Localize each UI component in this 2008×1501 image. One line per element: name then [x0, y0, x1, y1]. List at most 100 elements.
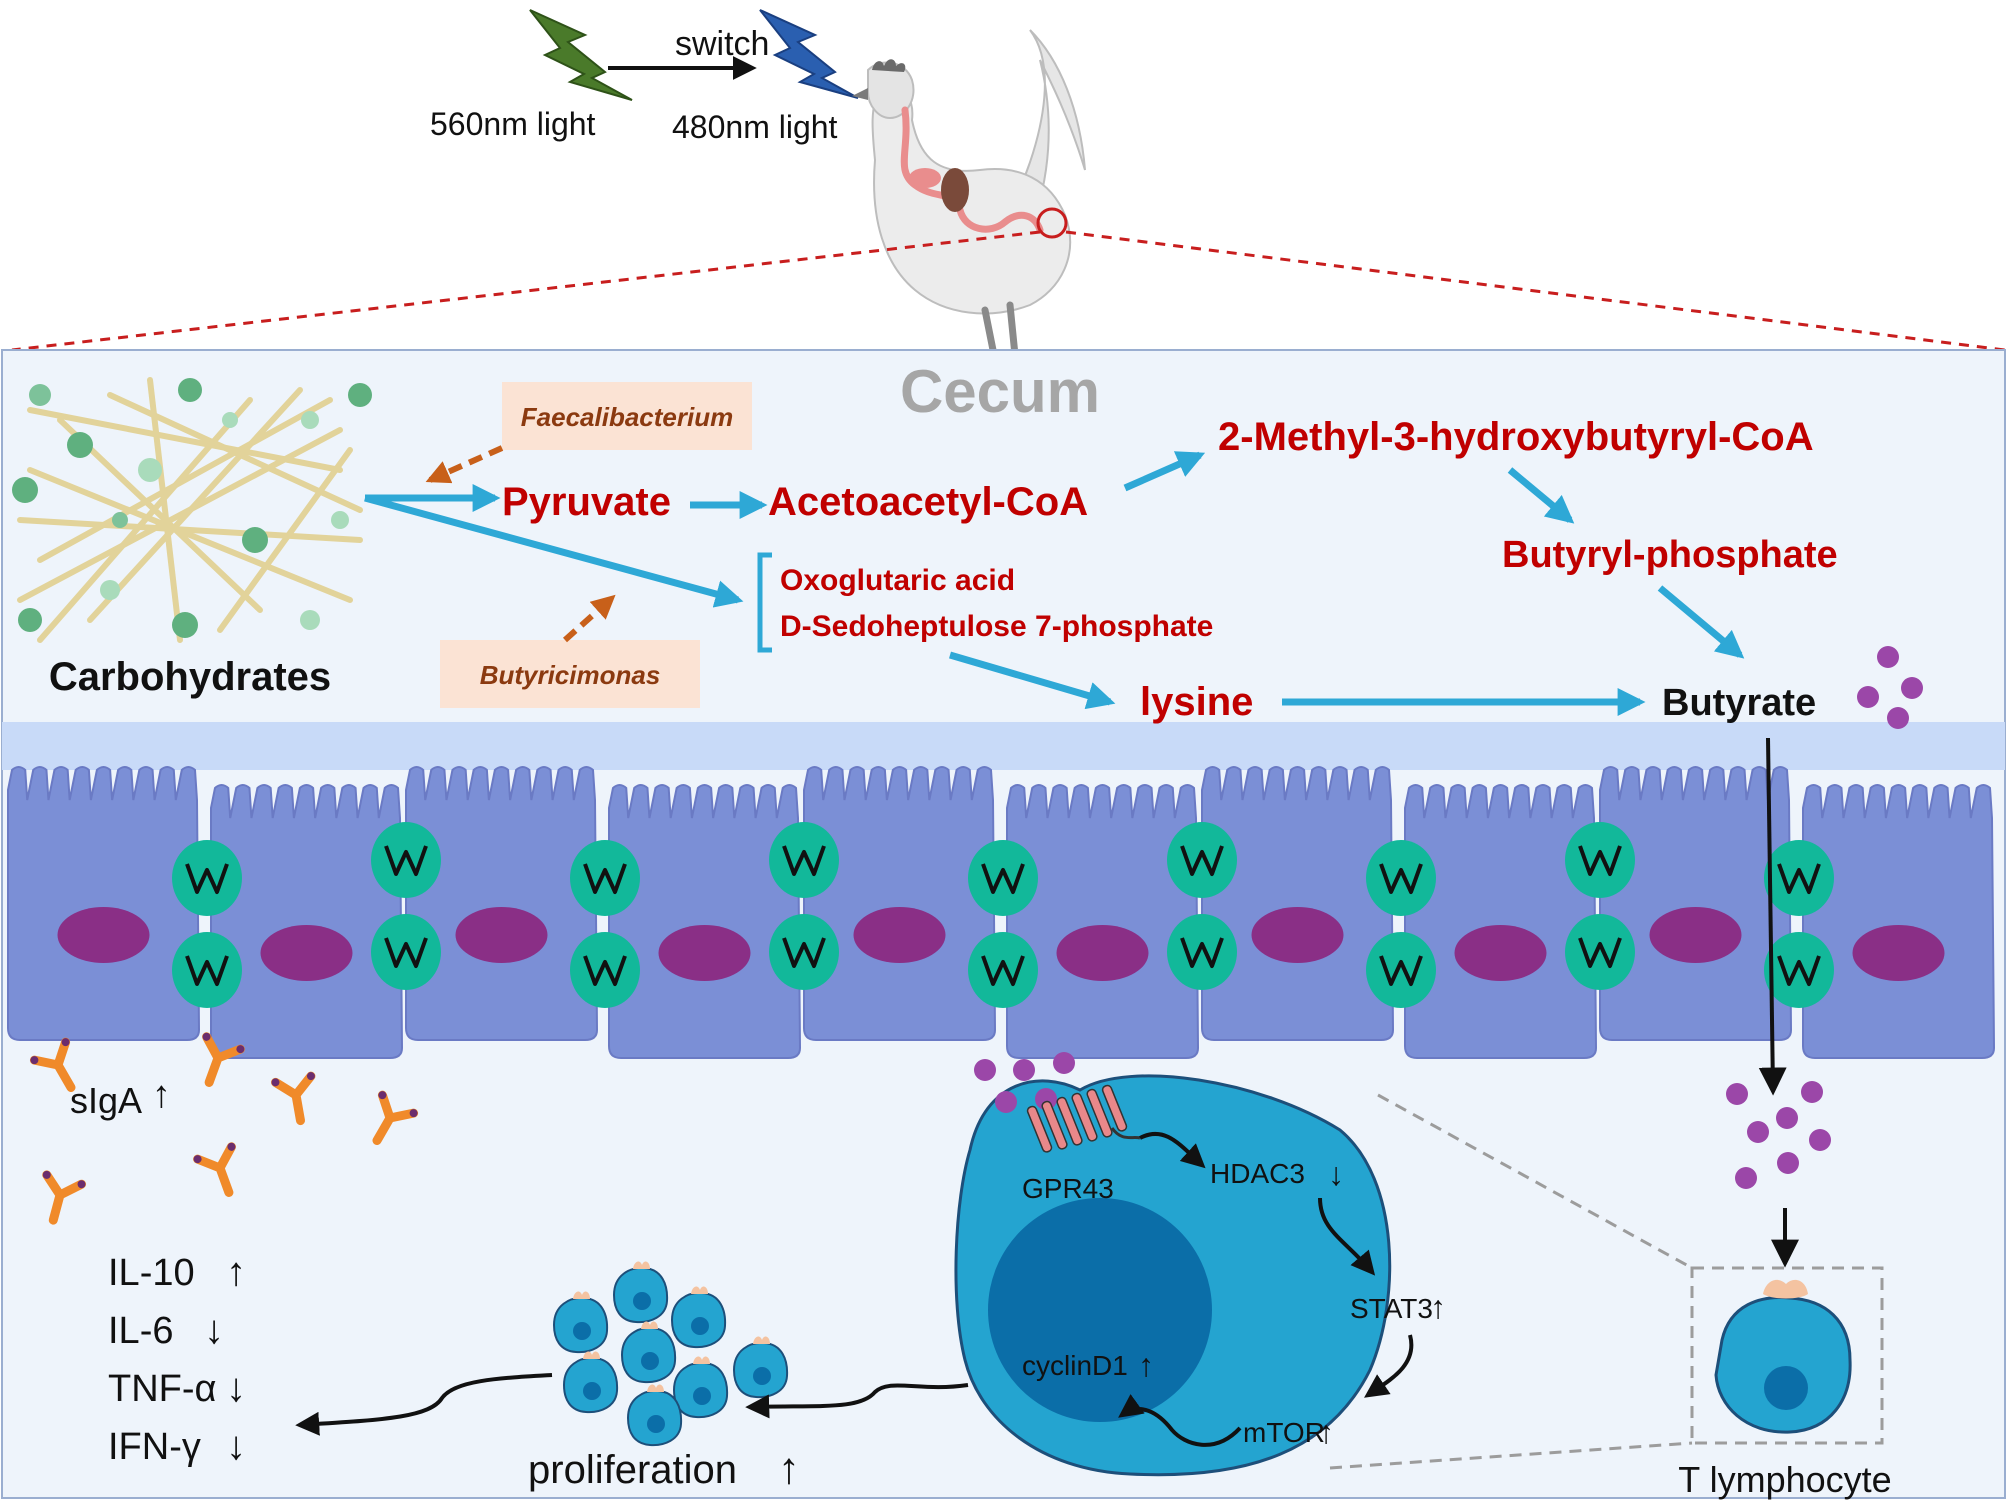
oxoglutaric-acid-label: Oxoglutaric acid [780, 564, 1015, 597]
cyclind1-label: cyclinD1 [1022, 1350, 1128, 1381]
epithelial-cell [1201, 766, 1395, 1041]
cyclind1-arrow: ↑ [1138, 1347, 1154, 1383]
light-switch-group: switch 560nm light 480nm light [430, 9, 859, 145]
faecalibacterium-arrow [425, 445, 504, 484]
siga-arrow: ↑ [152, 1074, 171, 1116]
proliferating-tcell [626, 1384, 683, 1447]
tcell-small-receptor [1763, 1279, 1808, 1299]
methyl-hydroxybutyryl-coa-label: 2-Methyl-3-hydroxybutyryl-CoA [1218, 415, 1814, 459]
tight-junction [172, 840, 242, 916]
metabolite-bracket [757, 552, 772, 653]
siga-label: sIgA [70, 1080, 142, 1121]
cell-nucleus [1056, 925, 1149, 981]
cytokine-name: IFN-γ [108, 1426, 201, 1468]
tight-junction [172, 932, 242, 1008]
blue-lightning-icon [759, 9, 859, 99]
siga-antibody-icon [29, 1037, 76, 1093]
tight-junction [1366, 840, 1436, 916]
cytokine-name: IL-6 [108, 1310, 173, 1352]
switch-label: switch [675, 25, 769, 63]
chicken-illustration [852, 29, 1086, 379]
proliferating-tcell [620, 1321, 677, 1384]
tight-junction [1167, 914, 1237, 990]
from-light-label: 560nm light [430, 106, 596, 142]
cytokine-list: IL-10↑IL-6↓TNF-α↓IFN-γ↓ [108, 1250, 246, 1468]
tight-junction [1565, 914, 1635, 990]
siga-antibody-icon [372, 1090, 419, 1146]
proliferating-tcell [732, 1336, 789, 1399]
cell-nucleus [1251, 907, 1344, 963]
epithelial-cell [210, 784, 404, 1059]
cell-nucleus [57, 907, 150, 963]
chicken-body [871, 85, 1071, 315]
gpr43-receptor-icon [1026, 1084, 1128, 1153]
epithelial-cell [1006, 784, 1200, 1059]
cell-nucleus [1852, 925, 1945, 981]
butyrate-molecules-lumen [1857, 646, 1923, 729]
butyricimonas-box [440, 640, 700, 708]
proliferation-arrow: ↑ [778, 1444, 800, 1493]
acetoacetyl-coa-label: Acetoacetyl-CoA [768, 480, 1088, 524]
epithelial-cell [803, 766, 997, 1041]
mtor-arrow: ↑ [1318, 1414, 1334, 1450]
green-lightning-icon [529, 9, 633, 101]
proliferating-tcell [562, 1351, 619, 1414]
epithelium [7, 766, 1996, 1059]
tight-junction [570, 840, 640, 916]
proliferating-tcell [612, 1261, 669, 1324]
cytokine-trend-arrow: ↓ [226, 1366, 246, 1410]
siga-antibody-icon [270, 1071, 316, 1126]
siga-antibody-icon [42, 1170, 87, 1225]
proliferation-to-cytokines-arrow [295, 1373, 553, 1436]
proliferation-label: proliferation [528, 1448, 737, 1492]
carbohydrates-label: Carbohydrates [49, 655, 331, 699]
proliferation-cell-cluster [552, 1261, 789, 1447]
cell-nucleus [658, 925, 751, 981]
siga-antibodies [29, 1032, 419, 1225]
hdac3-label: HDAC3 [1210, 1158, 1305, 1189]
carbohydrate-particles [12, 378, 372, 638]
tcell-small [1714, 1296, 1852, 1434]
tight-junction [769, 822, 839, 898]
siga-antibody-icon [193, 1142, 236, 1197]
tight-junction [1167, 822, 1237, 898]
cytokine-trend-arrow: ↓ [226, 1424, 246, 1468]
cell-nucleus [260, 925, 353, 981]
stat3-arrow: ↑ [1430, 1289, 1446, 1325]
butyrate-molecules-lamina [1726, 1081, 1831, 1189]
carbohydrate-fibers [17, 377, 363, 643]
tight-junction [371, 914, 441, 990]
tight-junction [1565, 822, 1635, 898]
sedoheptulose-label: D-Sedoheptulose 7-phosphate [780, 610, 1213, 643]
cytokine-name: IL-10 [108, 1252, 195, 1294]
proliferating-tcell [670, 1286, 727, 1349]
proliferating-tcell [672, 1356, 729, 1419]
cytokine-name: TNF-α [108, 1368, 217, 1410]
epithelial-cell [1599, 766, 1793, 1041]
tight-junction [968, 932, 1038, 1008]
epithelial-cell [608, 784, 802, 1059]
butyrate-molecules-receptor [974, 1052, 1075, 1113]
chicken-liver [941, 168, 969, 212]
cecum-location-marker [1036, 207, 1068, 239]
stat3-label: STAT3 [1350, 1293, 1433, 1324]
tight-junction [769, 914, 839, 990]
siga-antibody-icon [202, 1032, 245, 1087]
tight-junction [1764, 932, 1834, 1008]
butyryl-phosphate-label: Butyryl-phosphate [1502, 534, 1838, 576]
lumen-band [2, 722, 2005, 770]
epithelial-cell [1404, 784, 1598, 1059]
tight-junction [1366, 932, 1436, 1008]
cecum-title: Cecum [900, 358, 1100, 425]
zoom-dashed-bottom [1329, 1441, 1693, 1470]
lysine-label: lysine [1140, 680, 1253, 724]
butyricimonas-label: Butyricimonas [480, 660, 661, 690]
cytokine-trend-arrow: ↑ [226, 1250, 246, 1294]
faecalibacterium-box [502, 382, 752, 450]
pathway-arrows [364, 451, 1745, 716]
cell-nucleus [455, 907, 548, 963]
zoom-line-right [1065, 230, 2006, 352]
cytokine-trend-arrow: ↓ [204, 1308, 224, 1352]
mtor-label: mTOR [1243, 1417, 1325, 1448]
tcell-large-nucleus [988, 1198, 1212, 1422]
